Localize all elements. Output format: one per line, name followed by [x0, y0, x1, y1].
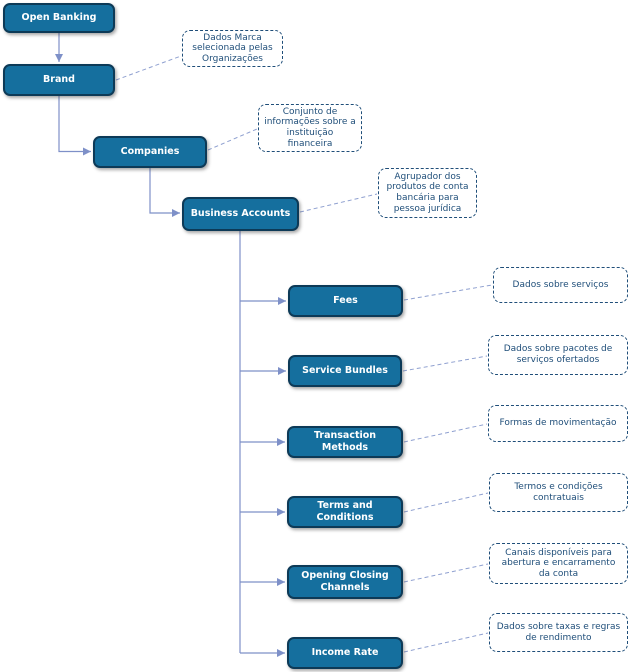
edge-companies-note [207, 128, 258, 151]
node-transaction-methods: Transaction Methods [287, 426, 403, 458]
node-brand-label: Brand [43, 74, 75, 86]
note-companies: Conjunto de informações sobre a institui… [258, 104, 362, 152]
node-fees-label: Fees [333, 295, 358, 307]
edge-brand-companies [58, 96, 91, 156]
node-income-rate: Income Rate [287, 637, 403, 669]
edge-companies-businessaccounts [149, 168, 180, 217]
note-opening-closing-channels-text: Canais disponíveis para abertura e encar… [501, 547, 616, 579]
note-business-accounts-text: Agrupador dos produtos de conta bancária… [386, 171, 469, 214]
note-business-accounts: Agrupador dos produtos de conta bancária… [378, 168, 477, 218]
edge-openingclosing-note [403, 563, 489, 583]
node-terms-and-conditions-label: Terms and Conditions [316, 500, 374, 523]
edge-fees-note [403, 284, 493, 301]
node-companies: Companies [93, 136, 207, 168]
node-open-banking-label: Open Banking [21, 12, 97, 24]
tree-edges [55, 33, 286, 657]
edge-brand-note [115, 55, 182, 81]
note-brand: Dados Marca selecionada pelas Organizaçõ… [182, 30, 283, 67]
note-income-rate: Dados sobre taxas e regras de rendimento [489, 613, 628, 652]
edge-servicebundles-note [402, 355, 488, 372]
note-service-bundles-text: Dados sobre pacotes de serviços ofertado… [503, 344, 613, 365]
note-income-rate-text: Dados sobre taxas e regras de rendimento [496, 621, 621, 643]
note-companies-text: Conjunto de informações sobre a institui… [264, 106, 356, 149]
node-income-rate-label: Income Rate [311, 647, 379, 659]
note-service-bundles: Dados sobre pacotes de serviços ofertado… [488, 335, 628, 375]
node-transaction-methods-label: Transaction Methods [313, 430, 377, 453]
node-companies-label: Companies [120, 146, 180, 158]
node-service-bundles-label: Service Bundles [302, 365, 388, 377]
node-fees: Fees [288, 285, 403, 317]
note-fees-text: Dados sobre serviços [512, 279, 609, 290]
note-fees: Dados sobre serviços [493, 267, 628, 303]
node-open-banking: Open Banking [3, 3, 115, 33]
node-terms-and-conditions: Terms and Conditions [287, 496, 403, 528]
node-brand: Brand [3, 64, 115, 96]
edge-termsandconditions-note [403, 492, 489, 513]
node-opening-closing-channels: Opening Closing Channels [287, 565, 403, 599]
note-transaction-methods-text: Formas de movimentação [499, 418, 617, 429]
edge-businessaccounts-note [299, 193, 378, 213]
node-business-accounts-label: Business Accounts [190, 208, 291, 220]
node-service-bundles: Service Bundles [288, 355, 402, 387]
edge-transactionmethods-note [403, 423, 488, 443]
note-terms-and-conditions-text: Termos e condições contratuais [514, 481, 603, 503]
node-business-accounts: Business Accounts [182, 197, 299, 231]
note-transaction-methods: Formas de movimentação [488, 405, 628, 442]
note-brand-text: Dados Marca selecionada pelas Organizaçõ… [192, 32, 273, 64]
edge-incomerate-note [403, 632, 489, 653]
node-opening-closing-channels-label: Opening Closing Channels [301, 570, 389, 593]
note-opening-closing-channels: Canais disponíveis para abertura e encar… [489, 543, 628, 584]
note-terms-and-conditions: Termos e condições contratuais [489, 473, 628, 512]
